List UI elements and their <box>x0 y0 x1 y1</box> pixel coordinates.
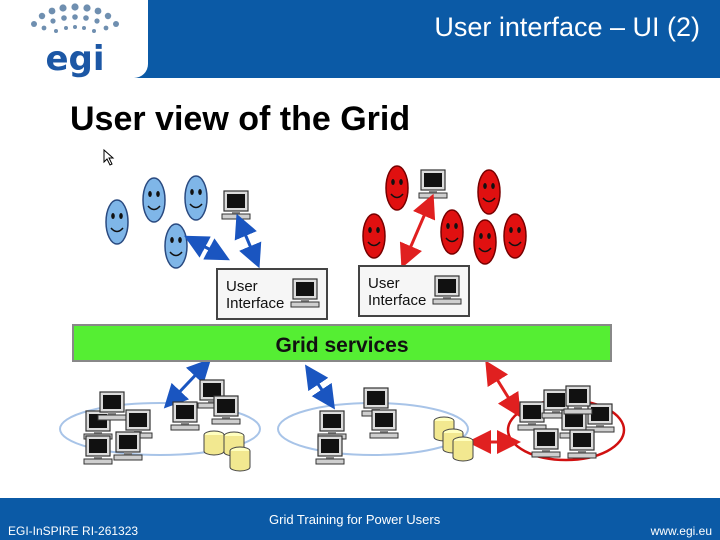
red-user-icon <box>503 213 527 259</box>
egi-logo: egi <box>0 0 148 79</box>
blue-users-group <box>105 175 251 269</box>
computer-icon <box>585 403 615 433</box>
computer-icon <box>315 435 345 465</box>
computer-icon <box>531 428 561 458</box>
computer-icon <box>83 435 113 465</box>
computer-icon <box>418 169 448 199</box>
blue-users-ui-arrow <box>184 235 230 261</box>
grid-right-site-arrow <box>485 360 521 418</box>
resource-site-left <box>59 402 261 456</box>
blue-user-icon <box>164 223 188 269</box>
computer-icon <box>97 391 127 421</box>
red-user-icon <box>362 213 386 259</box>
red-user-icon <box>477 169 501 215</box>
mouse-cursor-icon <box>103 148 115 166</box>
ui-right-label: User Interface <box>368 275 427 309</box>
computer-icon <box>211 395 241 425</box>
grid-center-site-arrow <box>305 364 335 410</box>
grid-left-site-arrow <box>163 358 212 409</box>
user-interface-box-left: User Interface <box>216 268 328 320</box>
computer-icon <box>317 410 347 440</box>
grid-services-label: Grid services <box>275 334 409 357</box>
header-bar: egi User interface – UI (2) <box>0 0 720 79</box>
left-site-resources <box>83 379 251 472</box>
blue-user-icon <box>184 175 208 221</box>
red-user-icon <box>385 165 409 211</box>
computer-icon <box>567 429 597 459</box>
main-title: User view of the Grid <box>70 100 411 138</box>
center-site-resources <box>315 387 474 465</box>
computer-icon <box>170 401 200 431</box>
footer-bar: EGI-InSPIRE RI-261323 Grid Training for … <box>0 498 720 540</box>
storage-disk-icon <box>203 430 225 456</box>
storage-disk-icon <box>452 436 474 462</box>
footer-course-title: Grid Training for Power Users <box>269 512 441 527</box>
computer-icon <box>369 409 399 439</box>
red-users-group <box>362 165 527 265</box>
blue-pc-ui-arrow <box>234 213 262 269</box>
grid-services-bar: Grid services <box>72 324 612 362</box>
computer-icon <box>563 385 593 415</box>
computer-icon <box>432 275 462 305</box>
right-site-resources <box>517 385 615 459</box>
computer-icon <box>290 278 320 308</box>
blue-user-icon <box>142 177 166 223</box>
storage-disk-icon <box>229 446 251 472</box>
computer-icon <box>113 431 143 461</box>
footer-project-id: EGI-InSPIRE RI-261323 <box>8 524 139 538</box>
red-users-ui-arrow <box>399 193 436 269</box>
user-interface-box-right: User Interface <box>358 265 470 317</box>
blue-user-icon <box>105 199 129 245</box>
red-user-icon <box>440 209 464 255</box>
footer-website: www.egi.eu <box>650 524 712 538</box>
slide-header-title: User interface – UI (2) <box>434 12 700 42</box>
logo-wordmark: egi <box>45 39 104 78</box>
computer-icon <box>221 190 251 220</box>
ui-left-label: User Interface <box>226 278 285 312</box>
red-user-icon <box>473 219 497 265</box>
grid-diagram <box>59 148 626 472</box>
